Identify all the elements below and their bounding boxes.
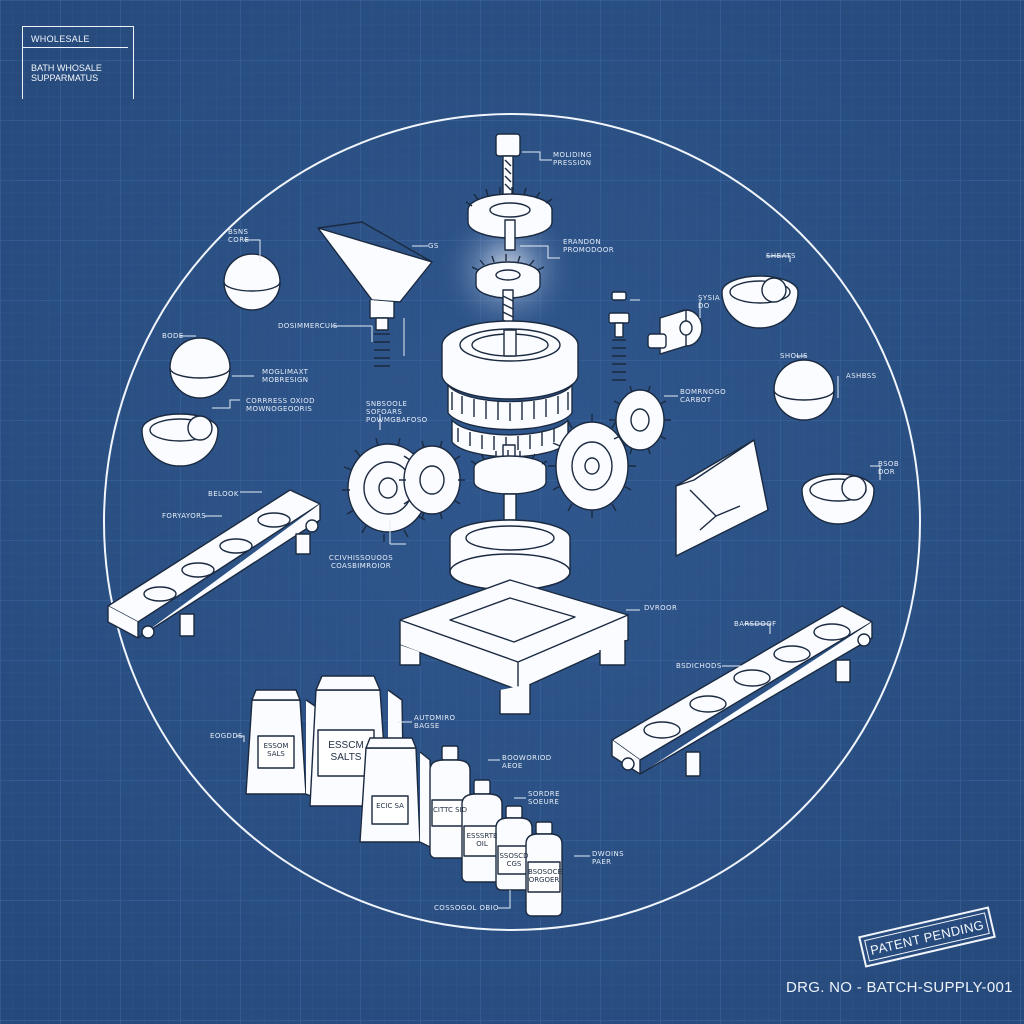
callout-gs: GS	[428, 242, 439, 250]
callout-compression-chamber: CCIVHISSOUOOS COASBIMROIOR	[328, 554, 394, 570]
conveyor-left	[107, 489, 321, 639]
bag-label-2: ESSCM SALTS	[328, 740, 364, 763]
bath-bomb-left-top	[223, 253, 281, 311]
callout-spindle: SYSIA DO	[698, 294, 721, 310]
drawing-number: DRG. NO - BATCH-SUPPLY-001	[786, 979, 1013, 996]
callout-tray-right: BSOB DOR	[878, 460, 900, 476]
callout-molding-press: MOLIDING PRESSION	[553, 151, 592, 167]
callout-dosing-valve: DOSIMMERCUIS	[278, 322, 338, 330]
drive-gear-assembly	[342, 437, 465, 542]
callout-bags-left: EOGDDS	[210, 732, 243, 740]
callout-drive-gears: SNBSOOLE SOFOARS POWMGBAFOSO	[366, 400, 428, 424]
callout-bottles-c: DWOINS PAER	[592, 850, 624, 866]
bath-bomb-right	[773, 359, 835, 421]
callout-automatic-bags: AUTOMIRO BAGSE	[414, 714, 456, 730]
title-subtitle: BATH WHOSALE SUPPARMATUS	[31, 63, 102, 83]
callout-base-frame: DVROOR	[644, 604, 678, 612]
wedge-hopper	[675, 439, 769, 557]
central-press-machine	[399, 133, 629, 715]
callout-compress: CORRRESS OXIOD MOWNOGEOORIS	[246, 397, 315, 413]
bottle-3	[495, 805, 533, 891]
bottle-label-2: ESSSRTE OIL	[466, 832, 498, 848]
callout-hopper-right: ASHBSS	[846, 372, 877, 380]
callout-conveyor-right-b: BSDICHODS	[676, 662, 722, 670]
callout-bottles-base: COSSOGOL OBIO	[434, 904, 499, 912]
bag-label-1: ESSOM SALS	[263, 742, 289, 758]
title-divider	[23, 47, 128, 48]
conveyor-right	[611, 605, 873, 777]
callout-bomb-mold-top: ERANDON PROMODOOR	[563, 238, 615, 254]
boundary-circle	[103, 113, 921, 931]
bottle-4	[525, 821, 563, 917]
title-block: WHOLESALE BATH WHOSALE SUPPARMATUS	[22, 26, 134, 99]
callout-conveyor-left-a: BELOOK	[208, 490, 239, 498]
title-heading: WHOLESALE	[31, 34, 90, 44]
callout-bomb-label: BSNS CORE	[228, 228, 250, 244]
bottle-label-3: SSOSCD CGS	[499, 852, 529, 868]
salt-bag-3	[359, 737, 433, 849]
hopper-funnel	[317, 221, 433, 367]
leader-lines	[180, 151, 881, 909]
dosing-valve	[608, 291, 703, 381]
mold-half-left	[141, 413, 219, 467]
bag-label-3: ECIC SA	[376, 802, 404, 810]
bottle-label-1: CITTC SID	[433, 806, 467, 814]
callout-conveyor-right-a: BARSDOOF	[734, 620, 777, 628]
reducer-gears	[548, 385, 671, 518]
mold-half-right-top	[721, 275, 799, 329]
bottle-2	[461, 779, 503, 883]
bottle-label-4: BSOSOCE ORGOER	[528, 868, 562, 884]
callout-bode: BODE	[162, 332, 184, 340]
callout-half-mold: SHBATS	[766, 252, 796, 260]
callout-bomb-right: SHOLIS	[780, 352, 809, 360]
callout-mold-assembly: MOGLIMAXT MOBRESIGN	[262, 368, 309, 384]
callout-reducer: BOMRNOGO CARBOT	[680, 388, 726, 404]
callout-bottles-a: BOOWORIOD AEOE	[502, 754, 552, 770]
callout-conveyor-left-b: FORYAYORS	[162, 512, 207, 520]
salt-bag-1	[245, 689, 321, 801]
bath-bomb-left	[169, 337, 231, 399]
callout-bottles-b: SORDRE SOEURE	[528, 790, 560, 806]
mold-half-right	[801, 473, 875, 525]
